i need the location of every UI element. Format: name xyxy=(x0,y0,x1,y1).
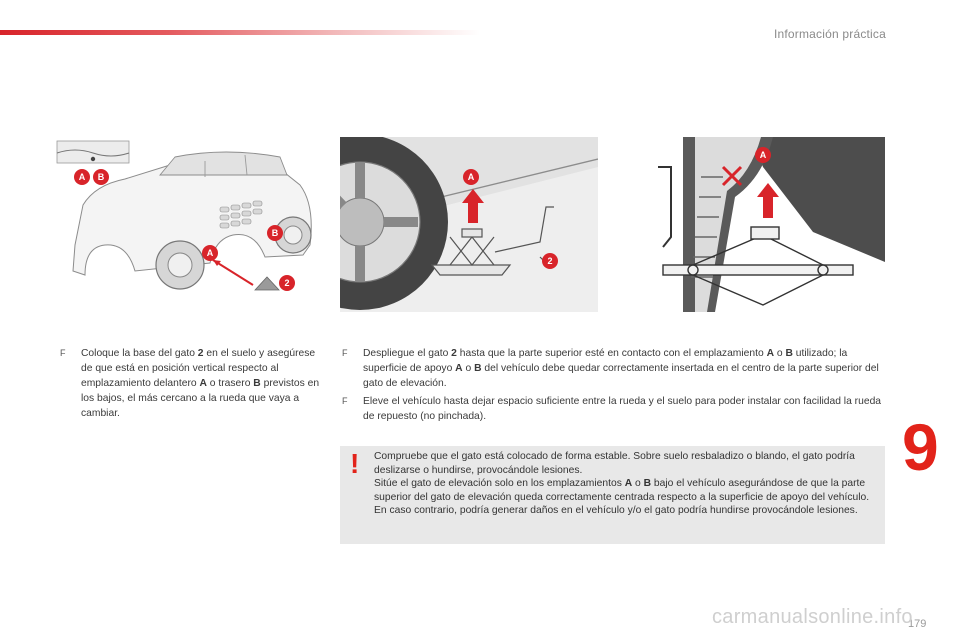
section-title: Información práctica xyxy=(773,27,886,41)
callout-jack: 2 xyxy=(547,256,552,266)
warning-icon: ! xyxy=(350,448,360,479)
callout-a-front: A xyxy=(207,248,214,258)
page-number: 179 xyxy=(908,618,927,630)
list-item: F Coloque la base del gato 2 en el suelo… xyxy=(60,348,320,419)
bullet-marker: F xyxy=(60,348,66,358)
warning-text: Compruebe que el gato está colocado de f… xyxy=(374,451,870,517)
list-item: F Despliegue el gato 2 hasta que la part… xyxy=(342,348,879,389)
warning-box: ! Compruebe que el gato está colocado de… xyxy=(340,446,885,544)
header-accent-bar xyxy=(0,30,480,35)
jack-under-sill-illustration: A 2 xyxy=(340,137,598,312)
instruction-left: F Coloque la base del gato 2 en el suelo… xyxy=(58,346,323,424)
callout-a: A xyxy=(468,172,475,182)
list-item: F Eleve el vehículo hasta dejar espacio … xyxy=(342,396,882,422)
jack-head-detail-illustration: A xyxy=(623,137,885,312)
bullet-marker: F xyxy=(342,396,348,406)
car-jack-points-illustration: A B B A 2 xyxy=(55,135,325,310)
watermark: carmanualsonline.info xyxy=(712,606,913,628)
callout-a: A xyxy=(79,172,86,182)
bullet-marker: F xyxy=(342,348,348,358)
chapter-number: 9 xyxy=(902,410,939,484)
instruction-right: F Despliegue el gato 2 hasta que la part… xyxy=(340,346,885,427)
callout-jack: 2 xyxy=(284,278,289,288)
callout-a: A xyxy=(760,150,767,160)
callout-b: B xyxy=(98,172,105,182)
callout-b-rear: B xyxy=(272,228,279,238)
